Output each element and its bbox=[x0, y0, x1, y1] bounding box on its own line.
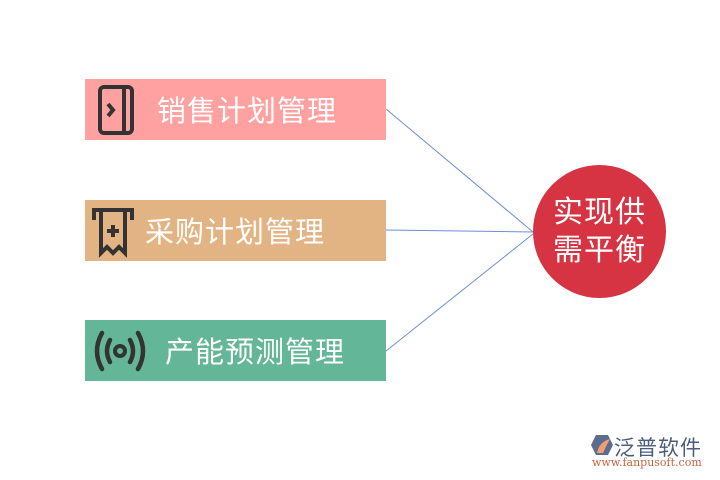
brand-url: www.fanpusoft.com bbox=[592, 456, 702, 469]
purchase-plan-label: 采购计划管理 bbox=[145, 214, 326, 249]
target-line-1: 实现供 bbox=[553, 194, 646, 230]
target-line-2: 需平衡 bbox=[553, 232, 646, 268]
fanpu-logo-icon bbox=[591, 435, 613, 455]
connector-purchase bbox=[385, 229, 534, 233]
sales-plan-box: 销售计划管理 bbox=[85, 79, 386, 140]
broadcast-signal-icon bbox=[90, 320, 150, 381]
purchase-plan-box: 采购计划管理 bbox=[85, 200, 386, 261]
receipt-plus-icon bbox=[88, 200, 138, 261]
capacity-forecast-label: 产能预测管理 bbox=[165, 334, 346, 369]
sidebar-panel-icon bbox=[94, 79, 138, 140]
connector-sales bbox=[385, 108, 534, 233]
capacity-forecast-box: 产能预测管理 bbox=[85, 320, 386, 381]
supply-demand-balance-circle: 实现供 需平衡 bbox=[533, 165, 666, 298]
fanpu-watermark: 泛普软件 www.fanpusoft.com bbox=[588, 432, 713, 472]
brand-name: 泛普软件 bbox=[614, 436, 702, 460]
sales-plan-label: 销售计划管理 bbox=[157, 93, 338, 128]
connector-capacity bbox=[385, 233, 534, 352]
